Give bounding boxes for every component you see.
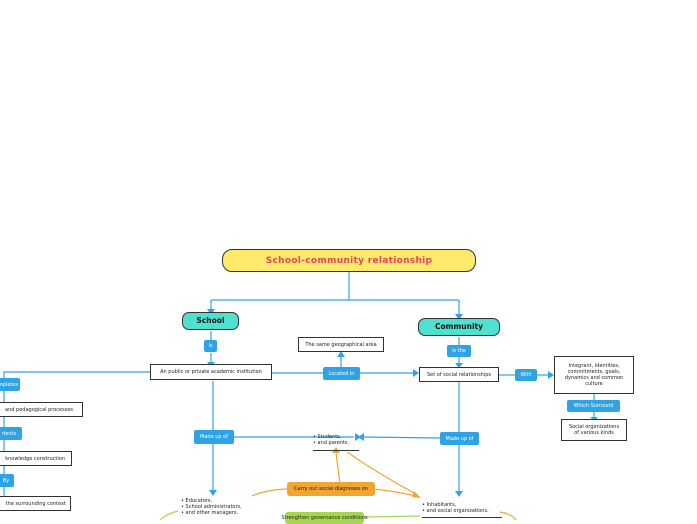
students-parents-list: • Students, • and parents.	[313, 430, 359, 451]
with-label: With	[520, 372, 532, 378]
with-chip[interactable]: With	[515, 369, 537, 381]
school-member-administrators: • School administrators,	[181, 504, 242, 510]
community-member-organizations: • and social organizations.	[422, 507, 489, 514]
surrounding-context-box[interactable]: the surrounding context	[0, 496, 71, 511]
by-label: By	[2, 477, 10, 484]
arrowhead-geo	[337, 351, 345, 357]
school-definition-box[interactable]: An public or private academic institutio…	[150, 364, 272, 380]
connector-orange-left	[251, 488, 288, 497]
carry-out-diagnoses-node[interactable]: Carry out social diagnoses on	[287, 482, 375, 496]
identities-label: Integrant, identities, commitments, goal…	[564, 363, 624, 387]
connector-orange-students	[335, 451, 341, 484]
school-member-educators: • Educators,	[181, 498, 213, 504]
geographical-area-label: The same geographical area	[305, 341, 377, 348]
social-organizations-box[interactable]: Social organizations of various kinds	[561, 419, 627, 441]
pedagogical-processes-label: and pedagogical processes	[5, 406, 73, 413]
completes-chip[interactable]: mpletes	[0, 378, 20, 391]
school-topic[interactable]: School	[182, 312, 239, 330]
connector-green-right	[363, 515, 421, 518]
school-is-chip[interactable]: Is	[204, 340, 217, 352]
connector-green-left	[159, 510, 179, 520]
connector-left-spine	[3, 371, 150, 508]
school-members-list: • Educators, • School administrators, • …	[181, 498, 281, 522]
arrowhead-with-box	[548, 371, 554, 379]
strengthen-governance-label: Strengthen governance conditions	[281, 515, 368, 521]
knowledge-construction-label: knowledge construction	[5, 455, 65, 462]
parent-item: • and parents.	[313, 440, 350, 446]
orients-chip[interactable]: rients	[0, 427, 22, 440]
root-topic[interactable]: School-community relationship	[222, 249, 476, 272]
connector-madeup2-students	[359, 436, 441, 439]
community-isthe-chip[interactable]: Is the	[447, 345, 471, 357]
school-madeup-label: Made up of	[200, 434, 228, 440]
school-is-label: Is	[208, 343, 213, 349]
pedagogical-processes-box[interactable]: and pedagogical processes	[0, 402, 83, 417]
community-topic[interactable]: Community	[418, 318, 500, 336]
which-surround-chip[interactable]: Which Surround	[567, 400, 620, 412]
school-member-managers: • and other managers.	[181, 510, 239, 516]
community-madeup-chip[interactable]: Made up of	[440, 432, 479, 445]
student-item: • Students,	[313, 434, 342, 440]
which-surround-label: Which Surround	[573, 403, 614, 409]
located-in-chip[interactable]: Located in	[323, 367, 360, 380]
completes-label: mpletes	[0, 381, 19, 388]
community-madeup-label: Made up of	[445, 435, 474, 442]
strengthen-governance-node[interactable]: Strengthen governance conditions	[281, 512, 368, 524]
social-organizations-label: Social organizations of various kinds	[568, 424, 620, 436]
school-topic-label: School	[196, 316, 225, 325]
community-definition-box[interactable]: Set of social relationships	[419, 367, 499, 382]
identities-box[interactable]: Integrant, identities, commitments, goal…	[554, 356, 634, 394]
knowledge-construction-box[interactable]: knowledge construction	[0, 451, 72, 466]
community-isthe-label: Is the	[452, 348, 466, 354]
arrowhead-students-right	[358, 433, 364, 441]
community-member-inhabitants: • Inhabitants,	[422, 501, 457, 508]
carry-out-diagnoses-label: Carry out social diagnoses on	[294, 486, 368, 492]
surrounding-context-label: the surrounding context	[5, 500, 66, 507]
community-topic-label: Community	[434, 322, 483, 331]
arrowhead-community-def	[413, 369, 419, 377]
community-members-list: • Inhabitants, • and social organization…	[422, 498, 502, 518]
connector-orange-students-to-community	[346, 451, 419, 496]
orients-label: rients	[1, 430, 17, 437]
arrowhead-community-isthe-def	[455, 363, 463, 368]
arrowhead-school-members	[209, 490, 217, 496]
by-chip[interactable]: By	[0, 474, 14, 487]
located-in-label: Located in	[328, 370, 355, 377]
connector-orange-tail	[499, 511, 517, 520]
arrowhead-community	[455, 314, 463, 320]
community-definition-label: Set of social relationships	[426, 371, 492, 378]
arrowhead-community-members	[455, 491, 463, 497]
root-topic-label: School-community relationship	[265, 255, 433, 266]
geographical-area-box[interactable]: The same geographical area	[298, 337, 384, 352]
school-madeup-chip[interactable]: Made up of	[194, 430, 234, 444]
school-definition-label: An public or private academic institutio…	[160, 369, 262, 375]
arrowhead-orange-community	[412, 491, 420, 498]
